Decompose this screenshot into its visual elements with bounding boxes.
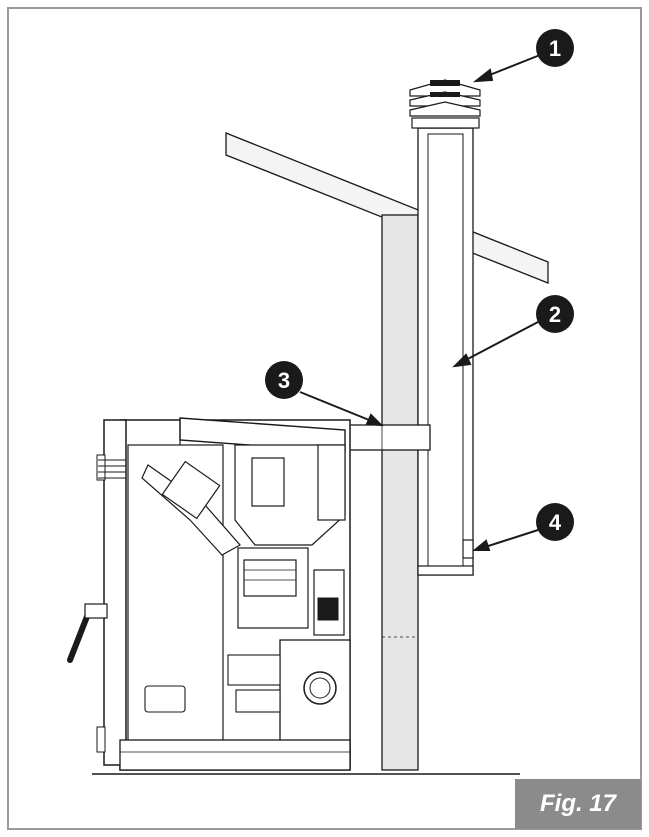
chimney-flue <box>417 127 474 576</box>
horizontal-flue-pipe <box>341 424 431 451</box>
svg-text:1: 1 <box>549 36 561 61</box>
inspection-tee <box>417 539 474 576</box>
callout-4: 4 <box>536 503 574 541</box>
svg-text:3: 3 <box>278 368 290 393</box>
callout-3: 3 <box>265 361 303 399</box>
callout-1: 1 <box>536 29 574 67</box>
callout-leaders <box>299 54 541 551</box>
chimney-cap <box>409 79 481 129</box>
svg-text:4: 4 <box>549 510 562 535</box>
figure-frame <box>7 7 642 830</box>
figure-caption: Fig. 17 <box>515 779 641 829</box>
callout-2: 2 <box>536 295 574 333</box>
pellet-stove <box>67 417 351 771</box>
wall <box>381 214 419 771</box>
svg-text:2: 2 <box>549 302 561 327</box>
